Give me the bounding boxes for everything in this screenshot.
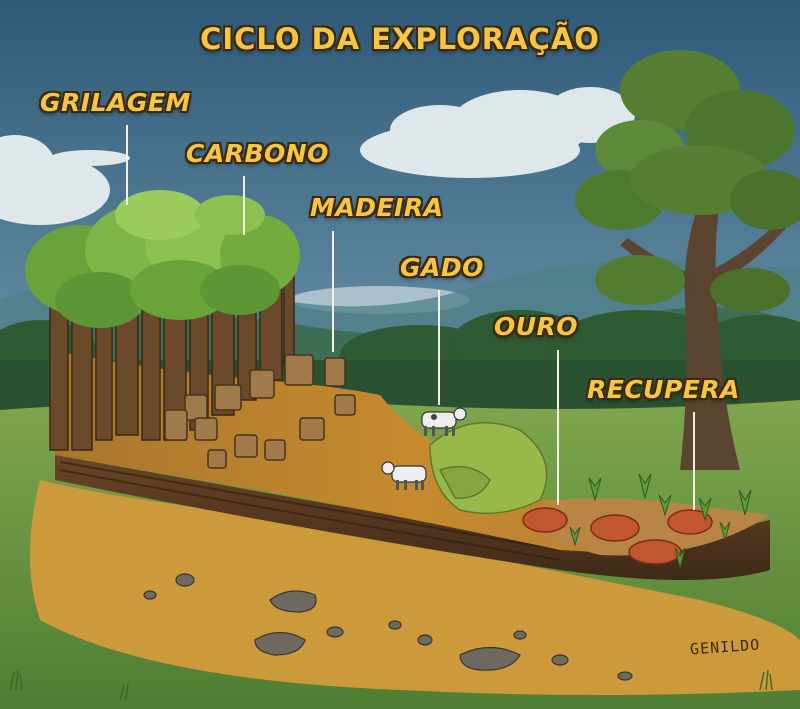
cow-icon [421,407,467,436]
cow-icon [381,461,427,490]
dirt-ground [30,480,800,695]
stage-label-gado: GADO [400,253,484,282]
stage-label-grilagem: GRILAGEM [40,88,191,117]
diagram-title: CICLO DA EXPLORAÇÃO [200,22,600,56]
tree-stumps [164,354,356,469]
stage-label-recupera: RECUPERA [587,375,740,404]
large-tree [575,50,800,470]
label-leader-lines [126,125,695,510]
grass-tufts [9,669,773,701]
pasture [429,421,548,515]
seedlings [569,473,752,569]
forest-trunks [49,269,295,451]
stage-label-ouro: OURO [494,312,579,341]
rocks [143,573,633,681]
forest-canopy [25,190,300,328]
clouds [0,87,635,314]
mining-pits [522,507,713,565]
stage-label-carbono: CARBONO [186,139,329,168]
stage-label-madeira: MADEIRA [310,193,444,222]
